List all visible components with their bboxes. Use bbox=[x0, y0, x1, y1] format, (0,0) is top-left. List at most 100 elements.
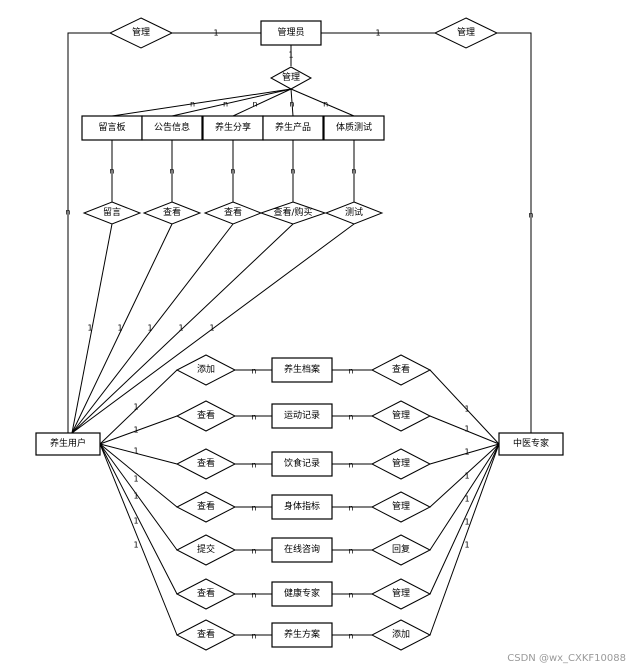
edge-admin-test bbox=[290, 88, 355, 117]
rel-admin-items-diamond bbox=[269, 66, 313, 90]
card-test-rel: n bbox=[351, 167, 356, 176]
card-expert-health: 1 bbox=[464, 518, 469, 527]
rel-user-consult-label: 提交 bbox=[197, 543, 215, 555]
entity-diet-box bbox=[271, 451, 333, 477]
card-expert-body: 1 bbox=[464, 472, 469, 481]
rel-expert-consult-label: 回复 bbox=[392, 543, 410, 555]
card-user-product: 1 bbox=[178, 324, 183, 333]
rel-user-plan-label: 查看 bbox=[197, 628, 215, 640]
card-diet-right: n bbox=[348, 461, 353, 470]
card-user-body: 1 bbox=[133, 475, 138, 484]
entity-board-label: 留言板 bbox=[98, 121, 125, 133]
rel-user-plan-diamond bbox=[175, 619, 237, 651]
rel-expert-sport-diamond bbox=[370, 400, 432, 432]
card-user-archive: 1 bbox=[133, 403, 138, 412]
entity-diet-label: 饮食记录 bbox=[284, 457, 320, 469]
rel-admin-expert-label: 管理 bbox=[457, 26, 475, 38]
edge-consult-expert bbox=[429, 443, 500, 551]
rel-admin-expert-diamond bbox=[433, 17, 499, 49]
rel-expert-sport-label: 管理 bbox=[392, 409, 410, 421]
rel-expert-archive-diamond bbox=[370, 354, 432, 386]
card-health-right: n bbox=[348, 591, 353, 600]
card-expert-archive: 1 bbox=[464, 405, 469, 414]
edge-diet-expert bbox=[429, 443, 500, 465]
entity-plan-label: 养生方案 bbox=[284, 628, 320, 640]
edge-rel-product-user bbox=[71, 223, 294, 434]
card-body-right: n bbox=[348, 504, 353, 513]
card-board-rel: n bbox=[109, 167, 114, 176]
edge-rel-notice-user bbox=[71, 223, 173, 434]
edge-plan-expert bbox=[429, 443, 500, 636]
card-health-left: n bbox=[251, 591, 256, 600]
rel-admin-user-label: 管理 bbox=[132, 26, 150, 38]
rel-expert-body-diamond bbox=[370, 491, 432, 523]
edge-user-health bbox=[99, 443, 178, 595]
card-consult-left: n bbox=[251, 547, 256, 556]
edge-user-plan bbox=[99, 443, 178, 636]
rel-expert-plan-label: 添加 bbox=[392, 629, 410, 640]
edge-sport-expert bbox=[429, 415, 500, 445]
card-admin-right: 1 bbox=[375, 29, 380, 38]
edge-user-archive bbox=[99, 369, 178, 445]
entity-archive-box bbox=[271, 357, 333, 383]
card-user-board: 1 bbox=[87, 324, 92, 333]
entity-share-label: 养生分享 bbox=[215, 121, 251, 133]
card-admin-test: n bbox=[323, 100, 328, 109]
edge-rel-board-user bbox=[71, 223, 113, 434]
card-user-test: 1 bbox=[209, 324, 214, 333]
card-plan-left: n bbox=[251, 632, 256, 641]
rel-product-label: 查看/购买 bbox=[273, 206, 312, 218]
rel-test-label: 测试 bbox=[345, 206, 363, 218]
card-admin-left: 1 bbox=[213, 29, 218, 38]
rel-user-health-diamond bbox=[175, 578, 237, 610]
rel-board-diamond bbox=[82, 201, 142, 225]
card-sport-right: n bbox=[348, 413, 353, 422]
card-admin-notice: n bbox=[223, 100, 228, 109]
entity-board-box bbox=[81, 115, 143, 141]
edge-admin-product bbox=[290, 88, 294, 117]
entity-sport-label: 运动记录 bbox=[284, 410, 320, 421]
rel-share-diamond bbox=[203, 201, 263, 225]
rel-product-diamond bbox=[259, 201, 327, 225]
rel-user-diet-label: 查看 bbox=[197, 457, 215, 469]
edge-admin-board bbox=[111, 88, 292, 117]
card-user-diet: 1 bbox=[133, 447, 138, 456]
entity-product-label: 养生产品 bbox=[275, 121, 311, 133]
card-admin-product: n bbox=[290, 100, 295, 109]
edge-user-diet bbox=[99, 443, 178, 465]
rel-user-archive-diamond bbox=[175, 354, 237, 386]
rel-board-label: 留言 bbox=[103, 206, 121, 218]
card-expert-admin: n bbox=[528, 211, 533, 220]
entity-health-box bbox=[271, 581, 333, 607]
rel-user-diet-diamond bbox=[175, 448, 237, 480]
entity-product-box bbox=[262, 115, 324, 141]
edge-rel-test-user bbox=[71, 223, 355, 434]
card-admin-board: n bbox=[190, 100, 195, 109]
rel-user-sport-diamond bbox=[175, 400, 237, 432]
card-notice-rel: n bbox=[169, 167, 174, 176]
rel-user-body-label: 查看 bbox=[197, 500, 215, 512]
card-plan-right: n bbox=[348, 632, 353, 641]
card-user-sport: 1 bbox=[133, 426, 138, 435]
edge-body-expert bbox=[429, 443, 500, 508]
rel-expert-archive-label: 查看 bbox=[392, 363, 410, 375]
edge-expert-admin-rel bbox=[497, 32, 532, 433]
entity-notice-box bbox=[141, 115, 203, 141]
card-product-rel: n bbox=[290, 167, 295, 176]
rel-expert-plan-diamond bbox=[370, 619, 432, 651]
rel-notice-label: 查看 bbox=[163, 206, 181, 218]
rel-admin-user-diamond bbox=[108, 17, 174, 49]
entity-test-label: 体质测试 bbox=[336, 121, 372, 133]
rel-user-health-label: 查看 bbox=[197, 587, 215, 599]
rel-user-sport-label: 查看 bbox=[197, 409, 215, 421]
entity-admin-box bbox=[260, 20, 322, 46]
entity-archive-label: 养生档案 bbox=[284, 363, 320, 375]
entity-test-box bbox=[323, 115, 385, 141]
entity-share-box bbox=[202, 115, 264, 141]
card-user-admin: n bbox=[65, 208, 70, 217]
entity-notice-label: 公告信息 bbox=[154, 121, 190, 133]
rel-expert-consult-diamond bbox=[370, 534, 432, 566]
edge-user-sport bbox=[99, 415, 178, 445]
rel-share-label: 查看 bbox=[224, 206, 242, 218]
